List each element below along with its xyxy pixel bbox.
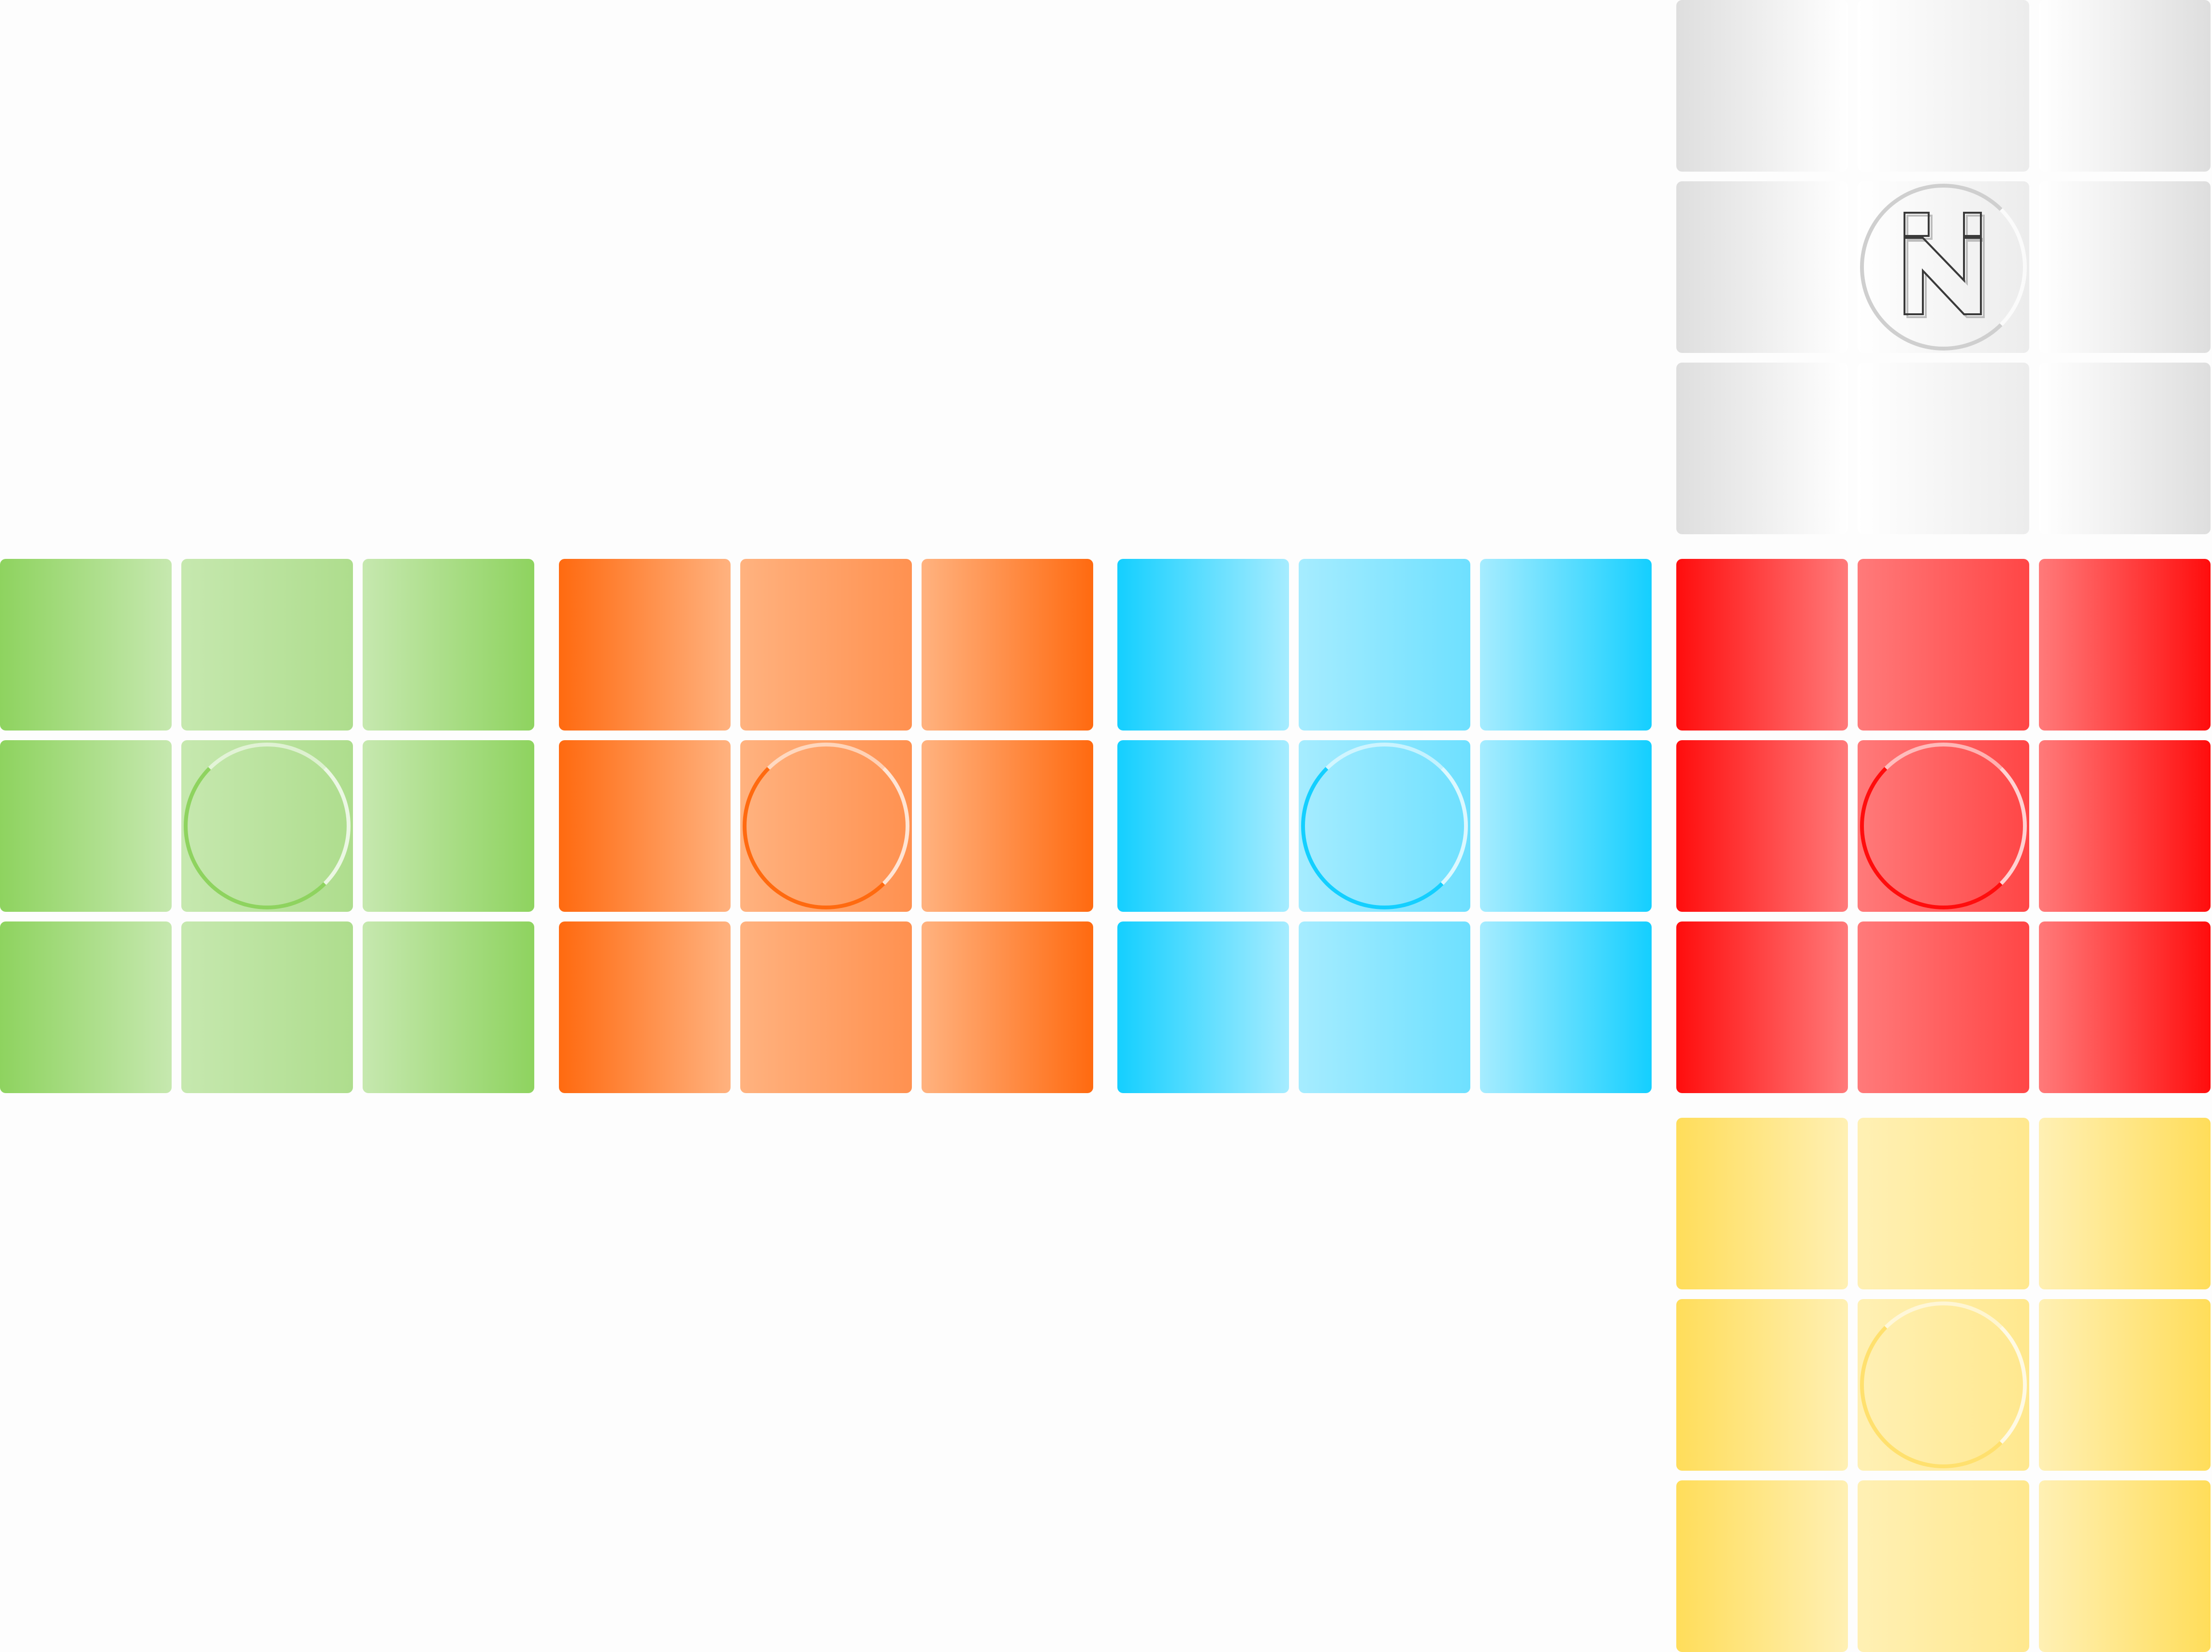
sticker-left-r1-c0[interactable] bbox=[0, 740, 172, 912]
sticker-back-r1-c2[interactable] bbox=[2039, 740, 2211, 912]
sticker-right-r0-c0[interactable] bbox=[1117, 559, 1289, 731]
sticker-right-r2-c1[interactable] bbox=[1299, 921, 1470, 1093]
sticker-front-r2-c0[interactable] bbox=[559, 921, 731, 1093]
sticker-front-r1-c0[interactable] bbox=[559, 740, 731, 912]
sticker-up-r1-c2[interactable] bbox=[2039, 181, 2211, 353]
face-down-yellow bbox=[1676, 1118, 2211, 1652]
sticker-front-r0-c1[interactable] bbox=[740, 559, 912, 731]
sticker-right-r0-c2[interactable] bbox=[1480, 559, 1652, 731]
sticker-up-r0-c2[interactable] bbox=[2039, 0, 2211, 172]
sticker-back-r0-c2[interactable] bbox=[2039, 559, 2211, 731]
sticker-up-r0-c0[interactable] bbox=[1676, 0, 1848, 172]
sticker-right-r2-c2[interactable] bbox=[1480, 921, 1652, 1093]
sticker-up-r0-c1[interactable] bbox=[1858, 0, 2029, 172]
sticker-down-r0-c2[interactable] bbox=[2039, 1118, 2211, 1289]
sticker-back-r1-c0[interactable] bbox=[1676, 740, 1848, 912]
face-right-cyan bbox=[1117, 559, 1652, 1093]
sticker-front-r0-c0[interactable] bbox=[559, 559, 731, 731]
sticker-front-r1-c1[interactable] bbox=[740, 740, 912, 912]
sticker-up-r2-c0[interactable] bbox=[1676, 363, 1848, 534]
sticker-down-r2-c2[interactable] bbox=[2039, 1480, 2211, 1652]
sticker-back-r0-c1[interactable] bbox=[1858, 559, 2029, 731]
sticker-right-r0-c1[interactable] bbox=[1299, 559, 1470, 731]
sticker-left-r0-c2[interactable] bbox=[363, 559, 534, 731]
sticker-down-r2-c0[interactable] bbox=[1676, 1480, 1848, 1652]
sticker-right-r2-c0[interactable] bbox=[1117, 921, 1289, 1093]
sticker-left-r0-c1[interactable] bbox=[181, 559, 353, 731]
sticker-down-r1-c0[interactable] bbox=[1676, 1299, 1848, 1471]
sticker-down-r2-c1[interactable] bbox=[1858, 1480, 2029, 1652]
sticker-down-r0-c0[interactable] bbox=[1676, 1118, 1848, 1289]
sticker-left-r1-c1[interactable] bbox=[181, 740, 353, 912]
sticker-front-r0-c2[interactable] bbox=[922, 559, 1093, 731]
sticker-front-r1-c2[interactable] bbox=[922, 740, 1093, 912]
sticker-back-r2-c1[interactable] bbox=[1858, 921, 2029, 1093]
sticker-front-r2-c2[interactable] bbox=[922, 921, 1093, 1093]
sticker-left-r2-c0[interactable] bbox=[0, 921, 172, 1093]
sticker-right-r1-c1[interactable] bbox=[1299, 740, 1470, 912]
sticker-up-r1-c1[interactable] bbox=[1858, 181, 2029, 353]
sticker-up-r1-c0[interactable] bbox=[1676, 181, 1848, 353]
sticker-down-r1-c2[interactable] bbox=[2039, 1299, 2211, 1471]
sticker-back-r1-c1[interactable] bbox=[1858, 740, 2029, 912]
sticker-right-r1-c0[interactable] bbox=[1117, 740, 1289, 912]
face-back-red bbox=[1676, 559, 2211, 1093]
sticker-front-r2-c1[interactable] bbox=[740, 921, 912, 1093]
sticker-up-r2-c2[interactable] bbox=[2039, 363, 2211, 534]
sticker-right-r1-c2[interactable] bbox=[1480, 740, 1652, 912]
sticker-back-r0-c0[interactable] bbox=[1676, 559, 1848, 731]
sticker-left-r2-c1[interactable] bbox=[181, 921, 353, 1093]
sticker-down-r1-c1[interactable] bbox=[1858, 1299, 2029, 1471]
sticker-left-r2-c2[interactable] bbox=[363, 921, 534, 1093]
sticker-down-r0-c1[interactable] bbox=[1858, 1118, 2029, 1289]
face-left-green bbox=[0, 559, 534, 1093]
face-front-orange bbox=[559, 559, 1093, 1093]
sticker-left-r0-c0[interactable] bbox=[0, 559, 172, 731]
face-up-white bbox=[1676, 0, 2211, 534]
sticker-up-r2-c1[interactable] bbox=[1858, 363, 2029, 534]
sticker-back-r2-c0[interactable] bbox=[1676, 921, 1848, 1093]
sticker-left-r1-c2[interactable] bbox=[363, 740, 534, 912]
sticker-back-r2-c2[interactable] bbox=[2039, 921, 2211, 1093]
